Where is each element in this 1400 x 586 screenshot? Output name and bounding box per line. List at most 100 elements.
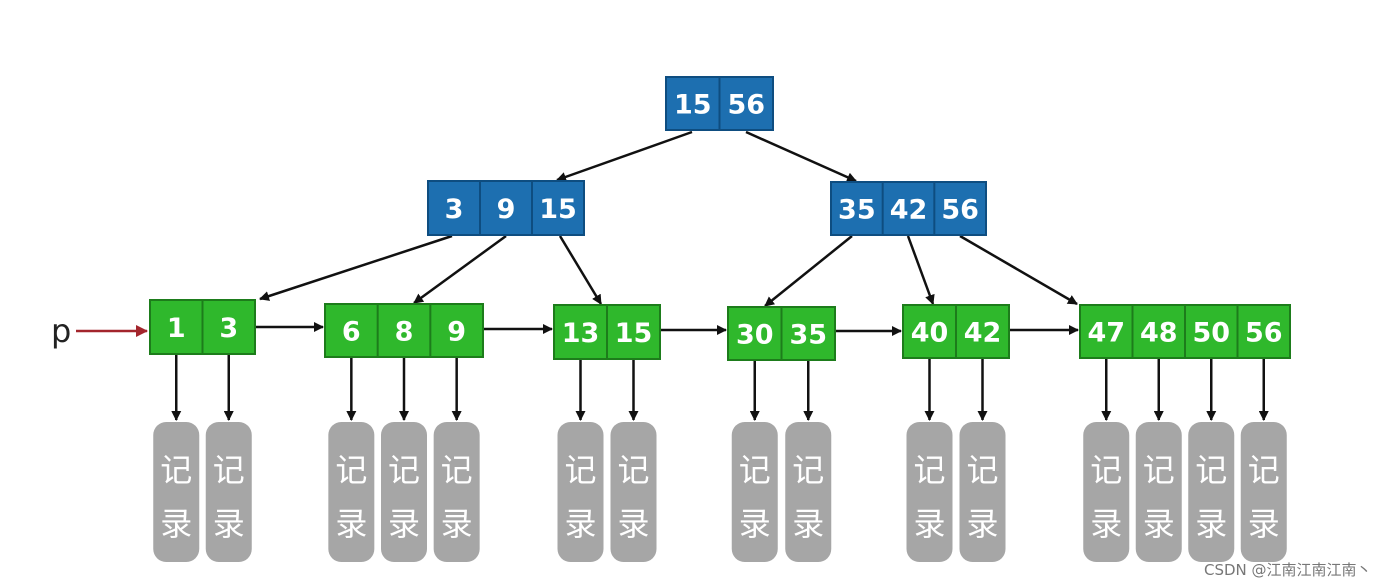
record-label-line1: 记 <box>1090 451 1122 489</box>
internal-node-box <box>830 181 987 236</box>
edge-internal-to-leaf <box>764 235 853 307</box>
record-box <box>205 422 252 562</box>
internal-node-key: 9 <box>497 194 516 225</box>
leaf-node-key: 8 <box>395 317 414 348</box>
record-box <box>381 422 427 562</box>
record-label-line1: 记 <box>564 451 596 489</box>
record-label-line1: 记 <box>913 451 945 489</box>
edge-internal-to-leaf <box>959 234 1078 306</box>
leaf-node: 30 35 <box>727 306 836 361</box>
record-box <box>1135 422 1182 562</box>
record-box <box>153 422 200 562</box>
record-box <box>906 422 953 562</box>
pointer-label: p <box>51 312 71 350</box>
tree-edges <box>171 130 1269 421</box>
leaf-node: 13 15 <box>553 304 661 360</box>
record-block: 记录 <box>557 422 604 562</box>
leaf-node-key: 15 <box>615 318 653 349</box>
record-label-line1: 记 <box>213 451 245 489</box>
record-block: 记录 <box>1240 422 1287 562</box>
edge-internal-to-leaf <box>906 235 935 305</box>
record-block: 记录 <box>328 422 375 562</box>
record-label-line2: 录 <box>441 505 473 543</box>
internal-node-key: 42 <box>890 195 928 226</box>
leaf-node-key: 40 <box>911 318 949 349</box>
record-label-line2: 录 <box>1195 505 1227 543</box>
internal-node-key: 35 <box>838 195 876 226</box>
root-node-key: 56 <box>727 90 765 121</box>
record-box <box>557 422 604 562</box>
record-block: 记录 <box>610 422 657 562</box>
leaf-node-key: 35 <box>789 320 827 351</box>
record-label-line2: 录 <box>1143 505 1175 543</box>
leaf-node-key: 30 <box>736 320 774 351</box>
record-block: 记录 <box>731 422 778 562</box>
record-label-line1: 记 <box>966 451 998 489</box>
record-label-line2: 录 <box>160 505 192 543</box>
record-box <box>1188 422 1235 562</box>
leaf-node: 40 42 <box>902 304 1010 359</box>
leaf-node-key: 48 <box>1140 318 1178 349</box>
edge-root-to-internal <box>745 130 857 183</box>
record-label-line1: 记 <box>1195 451 1227 489</box>
record-label-line1: 记 <box>160 451 192 489</box>
leaf-node-key: 56 <box>1245 318 1283 349</box>
leaf-node-key: 3 <box>219 313 238 344</box>
record-box <box>1083 422 1130 562</box>
record-block: 记录 <box>205 422 252 562</box>
internal-node-key: 3 <box>445 194 464 225</box>
record-box <box>433 422 480 562</box>
record-block: 记录 <box>1188 422 1235 562</box>
record-label-line1: 记 <box>792 451 824 489</box>
record-label-line2: 录 <box>335 505 367 543</box>
record-label-line2: 录 <box>617 505 649 543</box>
internal-node-key: 15 <box>539 194 577 225</box>
edge-internal-to-leaf <box>413 234 507 305</box>
record-box <box>610 422 657 562</box>
record-block: 记录 <box>433 422 480 562</box>
record-box <box>785 422 832 562</box>
record-label-line1: 记 <box>617 451 649 489</box>
leaf-node-key: 13 <box>562 318 600 349</box>
record-block: 记录 <box>1135 422 1182 562</box>
record-label-line2: 录 <box>1248 505 1280 543</box>
record-block: 记录 <box>381 422 427 562</box>
leaf-node-key: 42 <box>964 318 1002 349</box>
edge-root-to-internal <box>556 130 693 182</box>
internal-node-key: 56 <box>941 195 979 226</box>
record-label-line1: 记 <box>441 451 473 489</box>
root-node-key: 15 <box>674 90 712 121</box>
internal-node: 3 9 15 <box>427 180 585 236</box>
record-label-line1: 记 <box>1143 451 1175 489</box>
record-block: 记录 <box>153 422 200 562</box>
leaf-node-key: 6 <box>342 317 361 348</box>
record-block: 记录 <box>785 422 832 562</box>
record-label-line1: 记 <box>388 451 420 489</box>
leaf-node-key: 1 <box>167 313 186 344</box>
record-label-line2: 录 <box>739 505 771 543</box>
record-label-line2: 录 <box>1090 505 1122 543</box>
record-box <box>959 422 1006 562</box>
record-box <box>1240 422 1287 562</box>
leaf-node-box <box>324 303 484 358</box>
record-label-line1: 记 <box>739 451 771 489</box>
record-block: 记录 <box>1083 422 1130 562</box>
record-box <box>328 422 375 562</box>
internal-node-box <box>427 180 585 236</box>
leaf-pointer: p <box>51 312 148 350</box>
record-label-line2: 录 <box>213 505 245 543</box>
leaf-node-key: 47 <box>1087 318 1125 349</box>
leaf-node-key: 9 <box>447 317 466 348</box>
record-label-line1: 记 <box>1248 451 1280 489</box>
record-label-line2: 录 <box>966 505 998 543</box>
record-box <box>731 422 778 562</box>
record-label-line2: 录 <box>792 505 824 543</box>
record-label-line2: 录 <box>564 505 596 543</box>
record-label-line2: 录 <box>913 505 945 543</box>
edge-internal-to-leaf <box>259 234 453 301</box>
